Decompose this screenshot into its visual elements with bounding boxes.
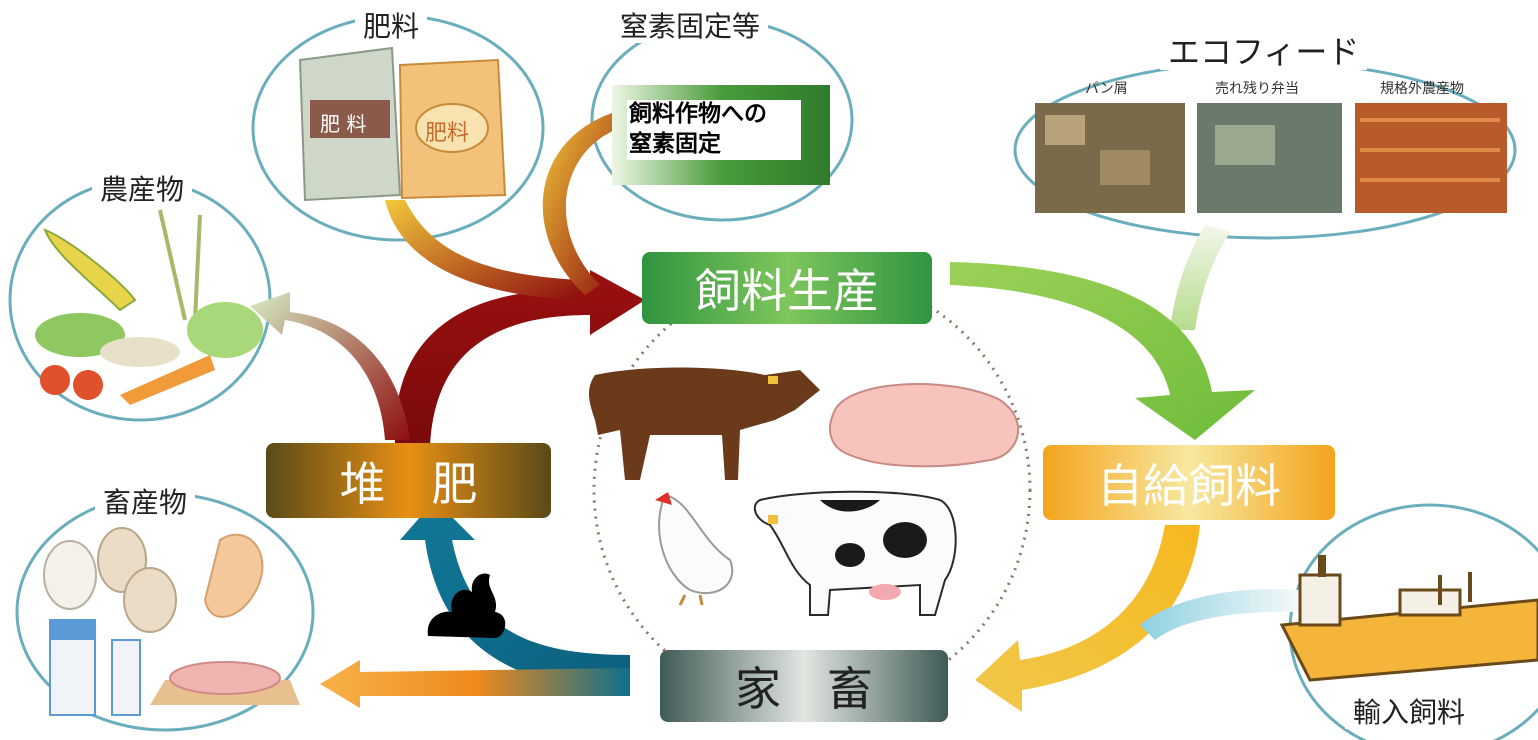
nitrogen-caption: 飼料作物への 窒素固定 [627, 100, 801, 160]
green-arrow [950, 262, 1255, 440]
livestock-box-bg [660, 650, 948, 722]
nitrogen-caption-line2: 窒素固定 [629, 130, 721, 157]
fertilizer-bags-icon [298, 46, 507, 202]
livestock-to-compost-arrow [400, 500, 630, 690]
crops-label: 農産物 [92, 174, 193, 206]
ecofeed-item-1: パン屑 [1085, 81, 1128, 97]
ship-icon [1279, 555, 1538, 682]
nitrogen-arrow [542, 112, 620, 295]
nitrogen-caption-line1: 飼料作物への [629, 101, 767, 127]
fertilizer-bag-text-2: 肥料 [425, 121, 470, 146]
ecofeed-photos [1035, 103, 1507, 213]
compost-box: 堆 肥 [339, 456, 478, 511]
ecofeed-label: エコフィード [1160, 34, 1368, 71]
ecofeed-item-3: 規格外農産物 [1380, 81, 1464, 97]
livestock-box: 家 畜 [735, 662, 873, 716]
nitrogen-label: 窒素固定等 [612, 11, 769, 43]
imported-arrow [1140, 589, 1300, 640]
fertilizer-arrow [385, 200, 580, 300]
fertilizer-bag-text-1: 肥 料 [320, 112, 367, 136]
crops-illustration-icon [35, 209, 263, 405]
dairy-cow-icon [753, 490, 957, 616]
livestock-products-illustration-icon [43, 527, 300, 716]
ecofeed-item-2: 売れ残り弁当 [1215, 81, 1299, 97]
self-feed-box: 自給飼料 [1097, 458, 1281, 513]
orange-arrow [975, 525, 1200, 712]
compost-box-bg [266, 443, 551, 518]
poop-icon [427, 573, 506, 638]
livestock-circle [592, 270, 1032, 710]
chicken-icon [655, 492, 734, 606]
imported-label: 輸入飼料 [1345, 697, 1474, 729]
fertilizer-label: 肥料 [355, 11, 428, 43]
feed-production-box-bg [642, 252, 932, 324]
ecofeed-arrow [1170, 225, 1230, 330]
cow-icon [588, 367, 820, 480]
self-feed-box-bg [1043, 445, 1335, 520]
feed-production-box: 飼料生産 [695, 264, 879, 318]
livestock-to-products-arrow [320, 660, 630, 708]
compost-to-feed-arrow [394, 270, 645, 445]
compost-to-crops-arrow [250, 292, 410, 440]
pig-icon [829, 382, 1019, 468]
livestock-products-label: 畜産物 [95, 487, 196, 519]
